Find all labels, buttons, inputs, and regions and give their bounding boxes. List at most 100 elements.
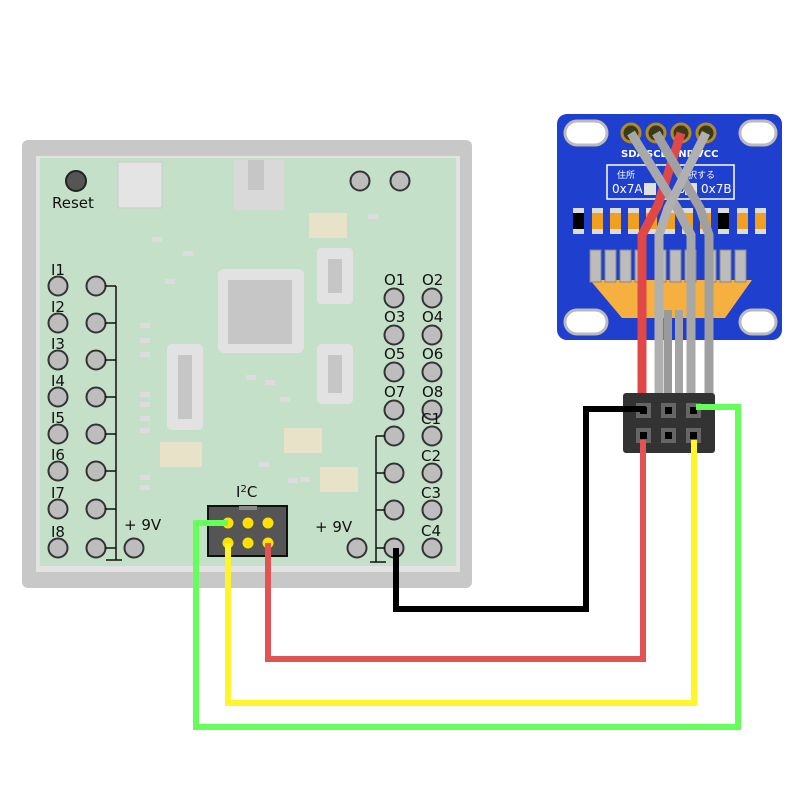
gnd-wire-black[interactable]	[393, 406, 646, 612]
sda-wire-green[interactable]	[193, 404, 741, 730]
top-pin	[389, 170, 411, 192]
input-bus-pin	[85, 349, 107, 371]
smd-component	[160, 442, 202, 467]
c-label: C4	[421, 522, 441, 540]
smd-resistor-body	[755, 213, 766, 229]
address-a: 0x7A	[612, 182, 643, 196]
input-bus-pin	[85, 498, 107, 520]
oled-connector[interactable]	[623, 393, 715, 453]
output-pin-o1	[383, 287, 405, 309]
input-pin-i1	[47, 275, 69, 297]
scl-wire-yellow[interactable]	[225, 440, 697, 706]
reset-button[interactable]	[65, 170, 87, 192]
output-label: O5	[384, 345, 405, 363]
oled-pin-label-sda: SDA	[621, 149, 645, 160]
oled-pin-label-scl: SCL	[646, 149, 668, 160]
small-passives	[140, 214, 378, 490]
input-label: I3	[51, 335, 65, 353]
smd-resistor-body	[664, 213, 675, 229]
smd-resistor-body	[737, 213, 748, 229]
ribbon-pad	[719, 249, 732, 283]
i2c-header-key	[239, 506, 257, 510]
input-pin-i4	[47, 386, 69, 408]
output-label: O1	[384, 271, 405, 289]
ribbon-pad	[589, 249, 602, 283]
input-label: I1	[51, 261, 65, 279]
output-label: O3	[384, 308, 405, 326]
ribbon-pad	[604, 249, 617, 283]
ribbon-pad	[619, 249, 632, 283]
smd-component	[284, 428, 322, 453]
c-label: C2	[421, 447, 441, 465]
power-right-label: + 9V	[315, 518, 353, 536]
mounting-hole	[563, 308, 609, 336]
oled-pin-label-vcc: VCC	[696, 149, 718, 160]
output-pin-o6	[421, 361, 443, 383]
smd-component	[320, 467, 358, 492]
smd-component-body	[328, 259, 342, 293]
oled-cable-bundle	[627, 130, 714, 395]
output-label: O6	[422, 345, 443, 363]
smd-component-body	[178, 355, 192, 419]
power-left-label: + 9V	[124, 516, 162, 534]
output-pin-o2	[421, 287, 443, 309]
address-title: 住所	[617, 169, 635, 181]
input-bus-pin	[85, 386, 107, 408]
c-label: C3	[421, 484, 441, 502]
ribbon-pad	[734, 249, 747, 283]
top-pin	[349, 170, 371, 192]
cable-gray	[652, 130, 714, 395]
input-pin-i7	[47, 498, 69, 520]
output-pin-o5	[383, 361, 405, 383]
input-label: I2	[51, 298, 65, 316]
output-pin-o3	[383, 324, 405, 346]
reset-label: Reset	[52, 194, 94, 212]
input-label: I5	[51, 409, 65, 427]
top-connector-slot	[248, 160, 264, 190]
input-pin-i3	[47, 349, 69, 371]
c-pin-c2	[421, 462, 443, 484]
input-label: I4	[51, 372, 65, 390]
input-label: I6	[51, 446, 65, 464]
address-jumper-a[interactable]	[644, 183, 656, 195]
wires	[193, 404, 741, 730]
c-pin-c3	[421, 499, 443, 521]
smd-resistor-body	[718, 213, 729, 229]
output-label: O2	[422, 271, 443, 289]
input-label: I8	[51, 523, 65, 541]
vcc-wire-red[interactable]	[265, 440, 646, 662]
output-pin-o7	[383, 399, 405, 421]
bus-pin-right	[383, 462, 405, 484]
bus-pin-right	[383, 425, 405, 447]
output-label: O8	[422, 383, 443, 401]
c-pin-c4	[421, 537, 443, 559]
c-label: C1	[421, 410, 441, 428]
c-pin-c1	[421, 425, 443, 447]
input-pin-i8	[47, 537, 69, 559]
input-bus-pin	[85, 312, 107, 334]
i2c-header[interactable]	[207, 505, 288, 557]
smd-component	[309, 213, 347, 238]
smd-resistor-body	[610, 213, 621, 229]
mounting-hole	[738, 119, 778, 147]
mounting-hole	[738, 308, 778, 336]
output-label: O7	[384, 383, 405, 401]
microcontroller-die	[228, 280, 292, 344]
smd-resistor-body	[628, 213, 639, 229]
smd-resistor-body	[573, 213, 584, 229]
output-pin-o8	[421, 399, 443, 421]
input-bus-pin	[85, 275, 107, 297]
smd-resistor-body	[592, 213, 603, 229]
output-label: O4	[422, 308, 443, 326]
mounting-hole	[563, 119, 609, 147]
controller-board: Reset	[22, 140, 472, 588]
oled-pin-label-gnd: GND	[670, 149, 695, 160]
input-pin-i6	[47, 460, 69, 482]
cable-gray	[627, 130, 696, 395]
input-bus-pin	[85, 537, 107, 559]
input-bus-pin	[85, 460, 107, 482]
i2c-label: I2C	[236, 483, 257, 501]
